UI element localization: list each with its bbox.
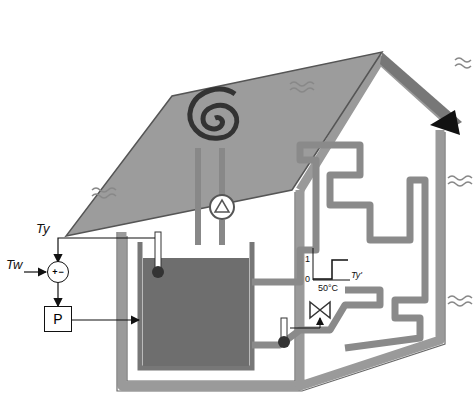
signal-label: Tw: [6, 258, 22, 271]
step-graph: [313, 248, 350, 280]
solar-collector: [190, 89, 237, 138]
heating-pipes: [252, 145, 425, 348]
controller-box: P: [44, 306, 72, 332]
pump-symbol: [210, 195, 234, 219]
tank-water: [143, 258, 249, 366]
valve-symbol: [310, 302, 330, 318]
tw-wire: [24, 271, 46, 272]
p-output-wire: [72, 319, 139, 320]
signal-arrow: [57, 283, 58, 306]
signal-label: 0: [305, 275, 310, 284]
signal-label: Ty': [351, 271, 362, 280]
heat-waves: [92, 58, 472, 306]
node-text: P: [53, 312, 62, 326]
signal-label: 50°C: [318, 284, 338, 293]
tank-thermometer: [155, 232, 161, 270]
signal-label: Ty: [36, 222, 49, 235]
signal-label: 1: [305, 255, 310, 264]
ty-wire: [58, 238, 155, 262]
summing-junction: +−: [47, 261, 69, 283]
node-text: +: [52, 268, 57, 277]
node-text: −: [59, 268, 64, 277]
